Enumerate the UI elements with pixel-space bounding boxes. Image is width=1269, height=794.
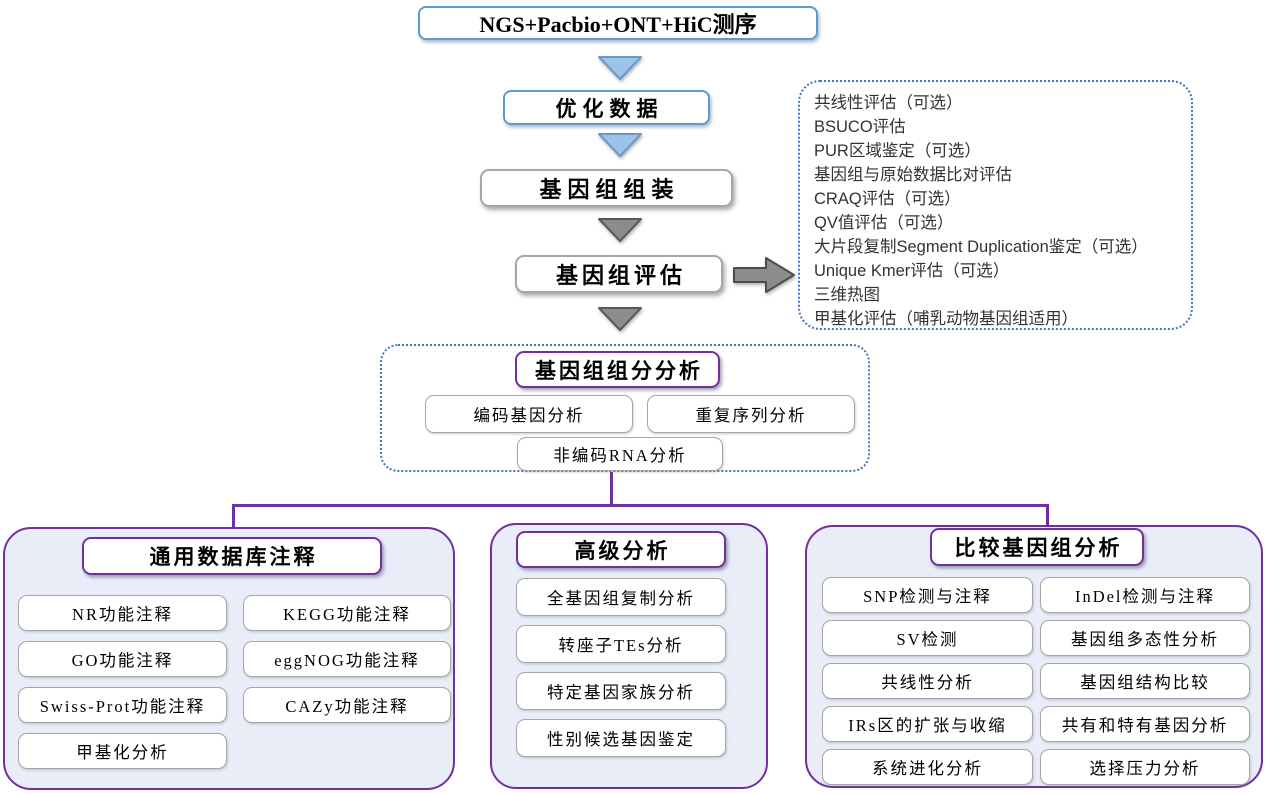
database-item-methylation: 甲基化分析 (18, 733, 227, 769)
comparative-item-shared-unique: 共有和特有基因分析 (1040, 706, 1250, 742)
genome-assembly-box: 基因组组装 (480, 169, 733, 207)
evaluation-list-item: BSUCO评估 (814, 118, 906, 136)
comparative-item-selection: 选择压力分析 (1040, 749, 1250, 785)
evaluation-list-item: PUR区域鉴定（可选） (814, 142, 981, 160)
down-arrow-icon (598, 307, 642, 331)
database-annotation-title-box: 通用数据库注释 (82, 537, 382, 575)
optimize-data-box: 优化数据 (503, 90, 710, 125)
composition-title-box: 基因组组分分析 (515, 351, 720, 388)
evaluation-list-panel: 共线性评估（可选） BSUCO评估 PUR区域鉴定（可选） 基因组与原始数据比对… (798, 80, 1193, 330)
comparative-item-polymorphism: 基因组多态性分析 (1040, 620, 1250, 656)
down-arrow-icon (598, 218, 642, 242)
comparative-item-irs: IRs区的扩张与收缩 (822, 706, 1033, 742)
genome-evaluation-box: 基因组评估 (515, 255, 723, 293)
evaluation-list-item: CRAQ评估（可选） (814, 190, 961, 208)
comparative-item-sv: SV检测 (822, 620, 1033, 656)
comparative-genomics-panel (805, 525, 1263, 788)
database-item-go: GO功能注释 (18, 641, 227, 677)
down-arrow-icon (598, 56, 642, 80)
advanced-item-wgd: 全基因组复制分析 (516, 578, 726, 616)
composition-item-coding-gene: 编码基因分析 (425, 395, 633, 433)
database-item-swissprot: Swiss-Prot功能注释 (18, 687, 227, 723)
advanced-item-sex-gene: 性别候选基因鉴定 (516, 719, 726, 757)
database-item-cazy: CAZy功能注释 (243, 687, 451, 723)
comparative-item-structure: 基因组结构比较 (1040, 663, 1250, 699)
connector-line-horizontal (232, 504, 1049, 507)
comparative-genomics-title-box: 比较基因组分析 (930, 528, 1144, 566)
composition-item-noncoding-rna: 非编码RNA分析 (517, 437, 723, 471)
database-item-nr: NR功能注释 (18, 595, 227, 631)
connector-line-drop-left (232, 504, 235, 530)
sequencing-box: NGS+Pacbio+ONT+HiC测序 (418, 6, 818, 40)
evaluation-list-item: 三维热图 (814, 286, 880, 304)
connector-line-drop-right (1046, 504, 1049, 530)
evaluation-list-item: 甲基化评估（哺乳动物基因组适用） (814, 310, 1078, 328)
database-item-kegg: KEGG功能注释 (243, 595, 451, 631)
evaluation-list-item: 共线性评估（可选） (814, 94, 963, 112)
evaluation-list-item: 大片段复制Segment Duplication鉴定（可选） (814, 238, 1148, 256)
comparative-item-collinearity: 共线性分析 (822, 663, 1033, 699)
advanced-item-tes: 转座子TEs分析 (516, 625, 726, 663)
database-item-eggnog: eggNOG功能注释 (243, 641, 451, 677)
advanced-analysis-title-box: 高级分析 (516, 531, 726, 568)
composition-item-repeat-sequence: 重复序列分析 (647, 395, 855, 433)
evaluation-list-item: Unique Kmer评估（可选） (814, 262, 1010, 280)
down-arrow-icon (598, 133, 642, 157)
comparative-item-snp: SNP检测与注释 (822, 577, 1033, 613)
evaluation-list-item: 基因组与原始数据比对评估 (814, 166, 1012, 184)
comparative-item-indel: InDel检测与注释 (1040, 577, 1250, 613)
comparative-item-phylogeny: 系统进化分析 (822, 749, 1033, 785)
right-arrow-icon (733, 257, 795, 293)
connector-line-vertical-center (610, 472, 613, 506)
advanced-item-gene-family: 特定基因家族分析 (516, 672, 726, 710)
evaluation-list-item: QV值评估（可选） (814, 214, 954, 232)
